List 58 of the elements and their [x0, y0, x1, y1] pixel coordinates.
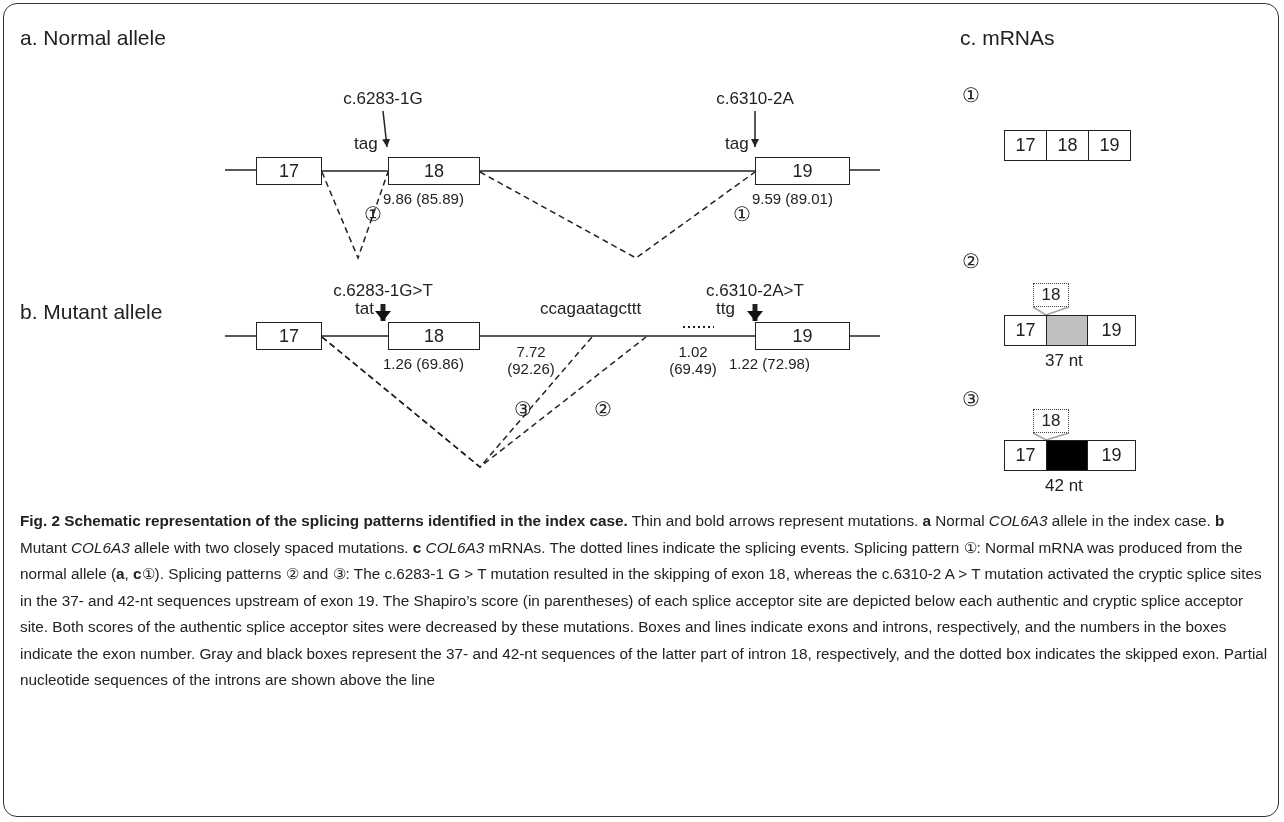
score-text: 1.22 (72.98) — [729, 356, 810, 373]
panel-heading: a. Normal allele — [20, 26, 166, 50]
intron-line — [321, 170, 389, 172]
intron-line — [479, 335, 756, 337]
exon-box: 18 — [388, 157, 480, 185]
score-text: 9.59 (89.01) — [752, 191, 833, 208]
bold-arrow — [375, 304, 391, 321]
exon-box: 17 — [256, 157, 322, 185]
exon-box: 17 — [1004, 315, 1047, 346]
mutation-label: c.6283-1G>T — [327, 280, 439, 302]
intron-line — [479, 170, 756, 172]
exon-box: 17 — [256, 322, 322, 350]
exon-box: 17 — [1004, 130, 1047, 161]
pattern-number: ① — [962, 84, 980, 106]
insertion-line — [1032, 306, 1070, 316]
splice-line — [479, 171, 756, 259]
arrow — [382, 110, 391, 148]
splice-line — [321, 336, 647, 468]
exon-box: 19 — [1087, 440, 1136, 471]
sequence-text: ttg — [716, 300, 735, 319]
pattern-number: ③ — [514, 398, 532, 420]
sequence-text: ccagaatagcttt — [540, 300, 642, 319]
intron-segment-box — [1046, 315, 1088, 346]
insertion-line — [1032, 432, 1070, 441]
intron-line — [321, 335, 389, 337]
exon-box: 17 — [1004, 440, 1047, 471]
score-text: 7.72 (92.26) — [506, 344, 556, 377]
pattern-number: ① — [733, 203, 751, 225]
pattern-number: ② — [962, 250, 980, 272]
score-text: 1.26 (69.86) — [383, 356, 464, 373]
sequence-text: tag — [725, 135, 749, 154]
bold-arrow — [747, 304, 763, 321]
pattern-number: ③ — [962, 388, 980, 410]
skipped-exon-box: 18 — [1033, 283, 1069, 307]
length-label: 42 nt — [1045, 477, 1083, 496]
exon-box: 18 — [1046, 130, 1089, 161]
score-text: 1.02 (69.49) — [668, 344, 718, 377]
sequence-text: tag — [354, 135, 378, 154]
exon-box: 19 — [1088, 130, 1131, 161]
pattern-number: ② — [594, 398, 612, 420]
pattern-number: ① — [364, 203, 382, 225]
exon-box: 19 — [755, 157, 850, 185]
exon-box: 19 — [755, 322, 850, 350]
mutation-label: c.6283-1G — [338, 88, 428, 110]
length-label: 37 nt — [1045, 352, 1083, 371]
panel-heading: b. Mutant allele — [20, 300, 163, 324]
exon-box: 18 — [388, 322, 480, 350]
splice-line — [321, 171, 389, 261]
sequence-text: tat — [355, 300, 374, 319]
mutation-label: c.6310-2A — [710, 88, 800, 110]
score-text: 9.86 (85.89) — [383, 191, 464, 208]
skipped-exon-box: 18 — [1033, 409, 1069, 433]
caption: Fig. 2 Schematic representation of the splicing patterns identified in the index case. Thin and bold arrows represent mutations. a Normal COL6A3 allele in the index case. b Mutant COL6A3 allele with two closely spaced mutations. c COL6A3 mRNAs. The dotted lines indicate the splicing events. Splicing pattern ①: Normal mRNA was produced from the normal allele (a, c①). Splicing patterns ② and ③: The c.6283-1 G > T mutation resulted in the skipping of exon 18, whereas the c.6310-2 A > T mutation activated the cryptic splice sites in the 37- and 42-nt sequences upstream of exon 19. The Shapiro’s score (in parentheses) of each splice acceptor site are depicted below each authentic and cryptic splice acceptor site. Both scores of the authentic splice acceptor sites were decreased by these mutations. Boxes and lines indicate exons and introns, respectively, and the numbers in the boxes indicate the exon number. Gray and black boxes represent the 37- and 42-nt sequences of the latter part of intron 18, respectively, and the dotted box indicates the skipped exon. Partial nucleotide sequences of the introns are shown above the line — [20, 511, 1268, 690]
exon-box: 19 — [1087, 315, 1136, 346]
arrow — [751, 110, 759, 148]
mutation-label: c.6310-2A>T — [698, 280, 812, 302]
panel-heading: c. mRNAs — [960, 26, 1055, 50]
intron-segment-box — [1046, 440, 1088, 471]
